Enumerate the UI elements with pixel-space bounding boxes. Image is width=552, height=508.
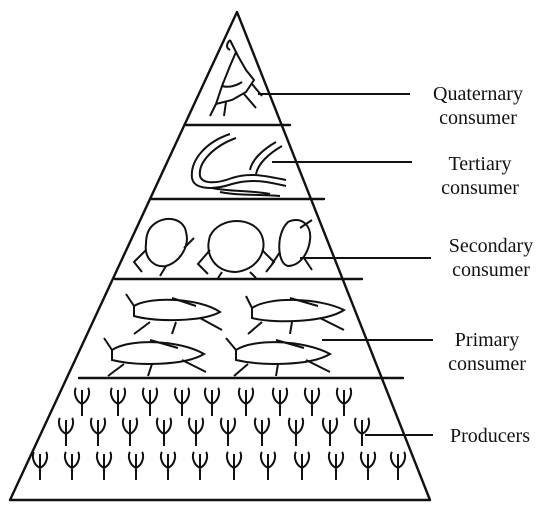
plant-icon bbox=[353, 417, 371, 446]
plant-icon bbox=[109, 387, 127, 416]
label-quaternary: Quaternary consumer bbox=[412, 82, 544, 130]
label-secondary-line1: Secondary bbox=[448, 235, 534, 257]
plant-icon bbox=[389, 451, 407, 480]
frog-icon bbox=[132, 217, 313, 279]
label-tertiary-line2: consumer bbox=[441, 177, 519, 199]
plant-icon bbox=[293, 451, 311, 480]
label-primary: Primary consumer bbox=[428, 328, 546, 376]
pyramid-outline bbox=[8, 10, 432, 502]
label-quaternary-line2: consumer bbox=[439, 107, 517, 129]
label-primary-line2: consumer bbox=[448, 353, 526, 375]
plant-icon bbox=[327, 451, 345, 480]
plant-icon bbox=[73, 387, 91, 416]
label-producers-line1: Producers bbox=[450, 425, 530, 447]
plant-icon bbox=[203, 387, 221, 416]
plant-icon bbox=[141, 387, 159, 416]
plant-icon bbox=[237, 387, 255, 416]
plant-icon bbox=[287, 417, 305, 446]
plant-icon bbox=[253, 417, 271, 446]
plant-icon bbox=[187, 417, 205, 446]
plant-icon bbox=[155, 417, 173, 446]
plant-icon bbox=[303, 387, 321, 416]
label-primary-line1: Primary bbox=[454, 329, 520, 351]
snake-icon bbox=[190, 133, 287, 197]
plant-icon bbox=[321, 417, 339, 446]
plant-icon bbox=[95, 451, 113, 480]
plant-icon bbox=[173, 387, 191, 416]
plant-icon bbox=[359, 451, 377, 480]
hawk-icon bbox=[209, 39, 263, 117]
plant-icon bbox=[31, 451, 49, 480]
plant-icon bbox=[259, 451, 277, 480]
plant-icon bbox=[89, 417, 107, 446]
label-quaternary-line1: Quaternary bbox=[433, 83, 523, 105]
plant-icon bbox=[219, 417, 237, 446]
grasshopper-icon bbox=[103, 293, 346, 377]
plant-icon bbox=[335, 387, 353, 416]
plant-icon bbox=[225, 451, 243, 480]
plant-icon bbox=[271, 387, 289, 416]
label-secondary: Secondary consumer bbox=[432, 234, 550, 282]
plant-icon bbox=[31, 387, 407, 480]
plant-icon bbox=[63, 451, 81, 480]
label-producers: Producers bbox=[434, 424, 546, 448]
label-tertiary-line1: Tertiary bbox=[448, 153, 512, 175]
plant-icon bbox=[57, 417, 75, 446]
plant-icon bbox=[191, 451, 209, 480]
plant-icon bbox=[121, 417, 139, 446]
label-secondary-line2: consumer bbox=[452, 259, 530, 281]
label-tertiary: Tertiary consumer bbox=[420, 152, 540, 200]
plant-icon bbox=[127, 451, 145, 480]
plant-icon bbox=[159, 451, 177, 480]
